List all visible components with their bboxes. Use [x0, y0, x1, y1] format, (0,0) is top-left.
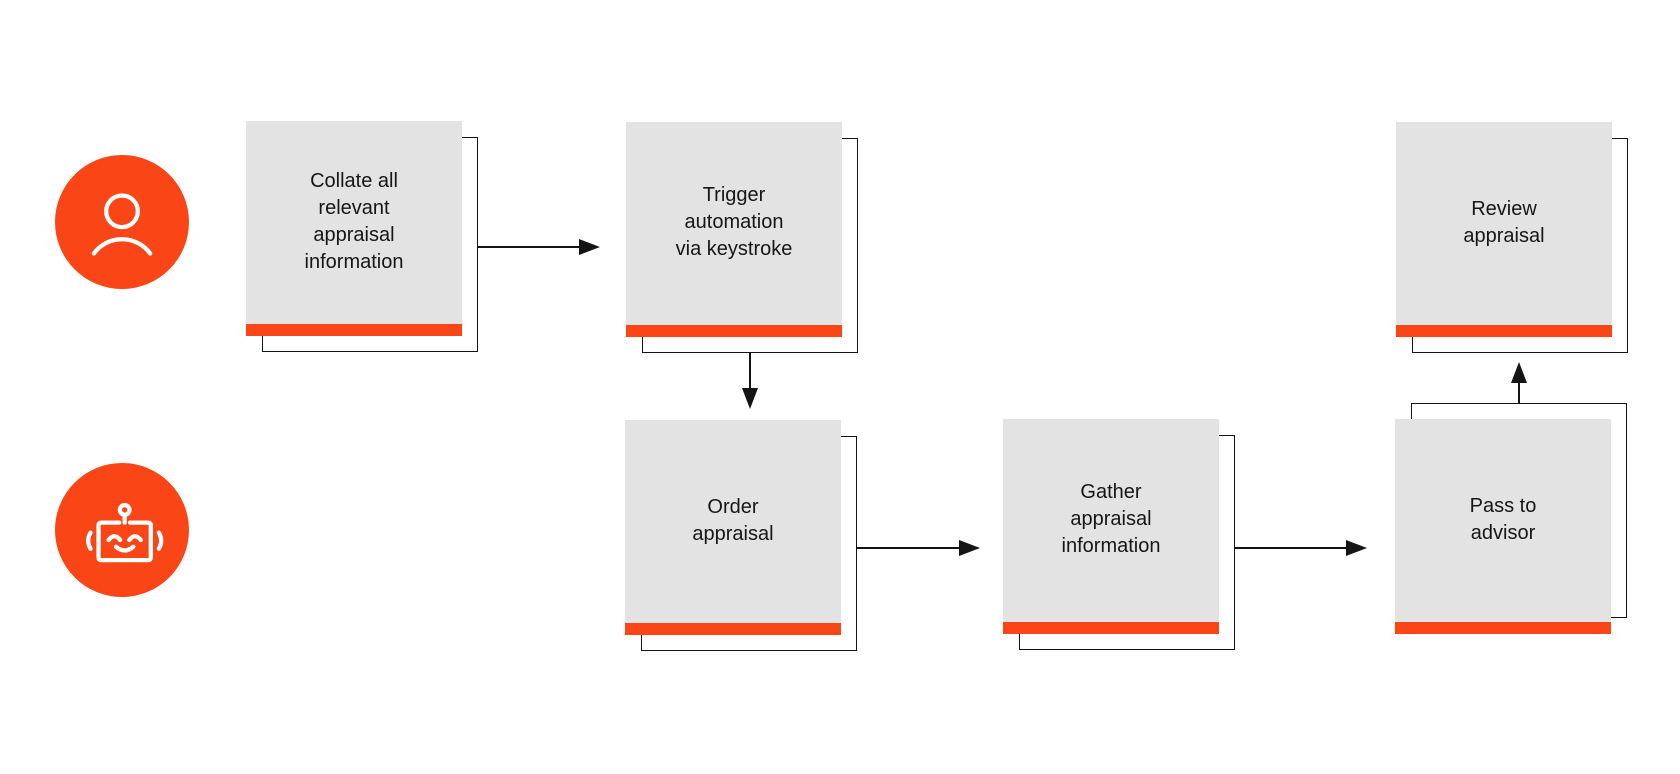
robot-icon — [86, 502, 164, 563]
step-review-panel: Review appraisal — [1396, 122, 1612, 337]
person-icon — [91, 193, 153, 256]
step-collate-label: Collate all relevant appraisal informati… — [304, 169, 404, 273]
arrow-trigger-to-order — [742, 353, 758, 409]
step-order-panel: Order appraisal — [625, 420, 841, 635]
robot-lane-avatar — [55, 463, 189, 597]
human-lane-avatar — [55, 155, 189, 289]
step-order-label: Order appraisal — [692, 495, 774, 545]
step-gather: Gather appraisal information — [1003, 419, 1235, 650]
arrow-gather-to-pass — [1235, 540, 1367, 556]
arrow-order-to-gather — [857, 540, 980, 556]
step-collate: Collate all relevant appraisal informati… — [246, 121, 478, 352]
step-pass: Pass to advisor — [1395, 403, 1627, 634]
step-gather-panel: Gather appraisal information — [1003, 419, 1219, 634]
step-order: Order appraisal — [625, 420, 857, 651]
step-trigger: Trigger automation via keystroke — [626, 122, 858, 353]
step-pass-panel: Pass to advisor — [1395, 419, 1611, 634]
step-gather-label: Gather appraisal information — [1061, 481, 1161, 557]
arrow-pass-to-review — [1511, 362, 1527, 403]
step-order-accent-bar — [625, 623, 841, 635]
step-collate-accent-bar — [246, 324, 462, 336]
step-pass-label: Pass to advisor — [1469, 494, 1537, 544]
step-trigger-panel: Trigger automation via keystroke — [626, 122, 842, 337]
step-review-accent-bar — [1396, 325, 1612, 337]
step-trigger-accent-bar — [626, 325, 842, 337]
step-gather-accent-bar — [1003, 622, 1219, 634]
step-review: Review appraisal — [1396, 122, 1628, 353]
step-collate-panel: Collate all relevant appraisal informati… — [246, 121, 462, 336]
step-pass-accent-bar — [1395, 622, 1611, 634]
step-trigger-label: Trigger automation via keystroke — [675, 184, 793, 260]
step-review-label: Review appraisal — [1463, 197, 1545, 247]
arrow-collate-to-trigger — [478, 239, 600, 255]
